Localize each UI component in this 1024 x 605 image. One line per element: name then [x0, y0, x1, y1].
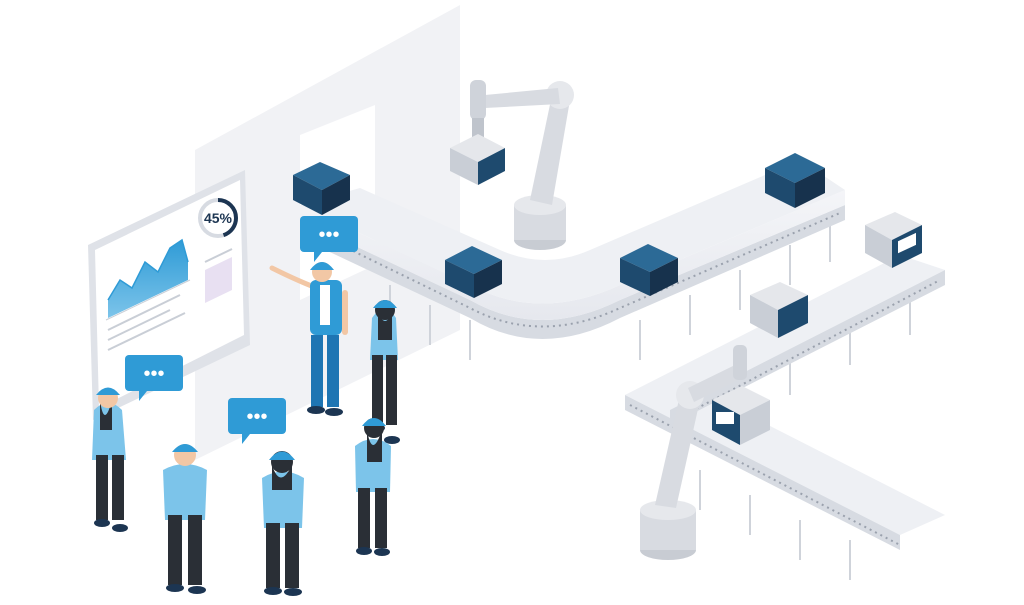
- worker: [369, 300, 400, 444]
- open-box: [445, 246, 502, 298]
- speech-bubble-dots: •••: [246, 406, 267, 428]
- worker-presenter: [269, 262, 348, 416]
- robot-arm-top: [470, 80, 574, 250]
- speech-bubble: •••: [125, 355, 183, 401]
- open-box: [620, 244, 678, 296]
- open-box-held: [450, 134, 505, 185]
- open-box: [765, 153, 825, 208]
- sealed-box: [750, 282, 808, 338]
- sealed-box: [712, 386, 770, 445]
- robot-arm-bottom: [640, 345, 747, 560]
- speech-bubble-dots: •••: [318, 224, 339, 246]
- area-chart: [105, 238, 191, 321]
- upper-conveyor-belt: [300, 160, 845, 360]
- open-box: [293, 162, 350, 215]
- worker: [355, 418, 391, 556]
- progress-gauge: 45%: [198, 198, 238, 238]
- worker: [163, 444, 207, 594]
- speech-bubble-dots: •••: [143, 363, 164, 385]
- speech-bubble: •••: [228, 398, 286, 444]
- speech-bubble: •••: [300, 216, 358, 262]
- worker: [262, 451, 304, 596]
- gauge-percent-label: 45%: [204, 210, 233, 226]
- sealed-box: [865, 212, 922, 268]
- worker: [92, 387, 128, 532]
